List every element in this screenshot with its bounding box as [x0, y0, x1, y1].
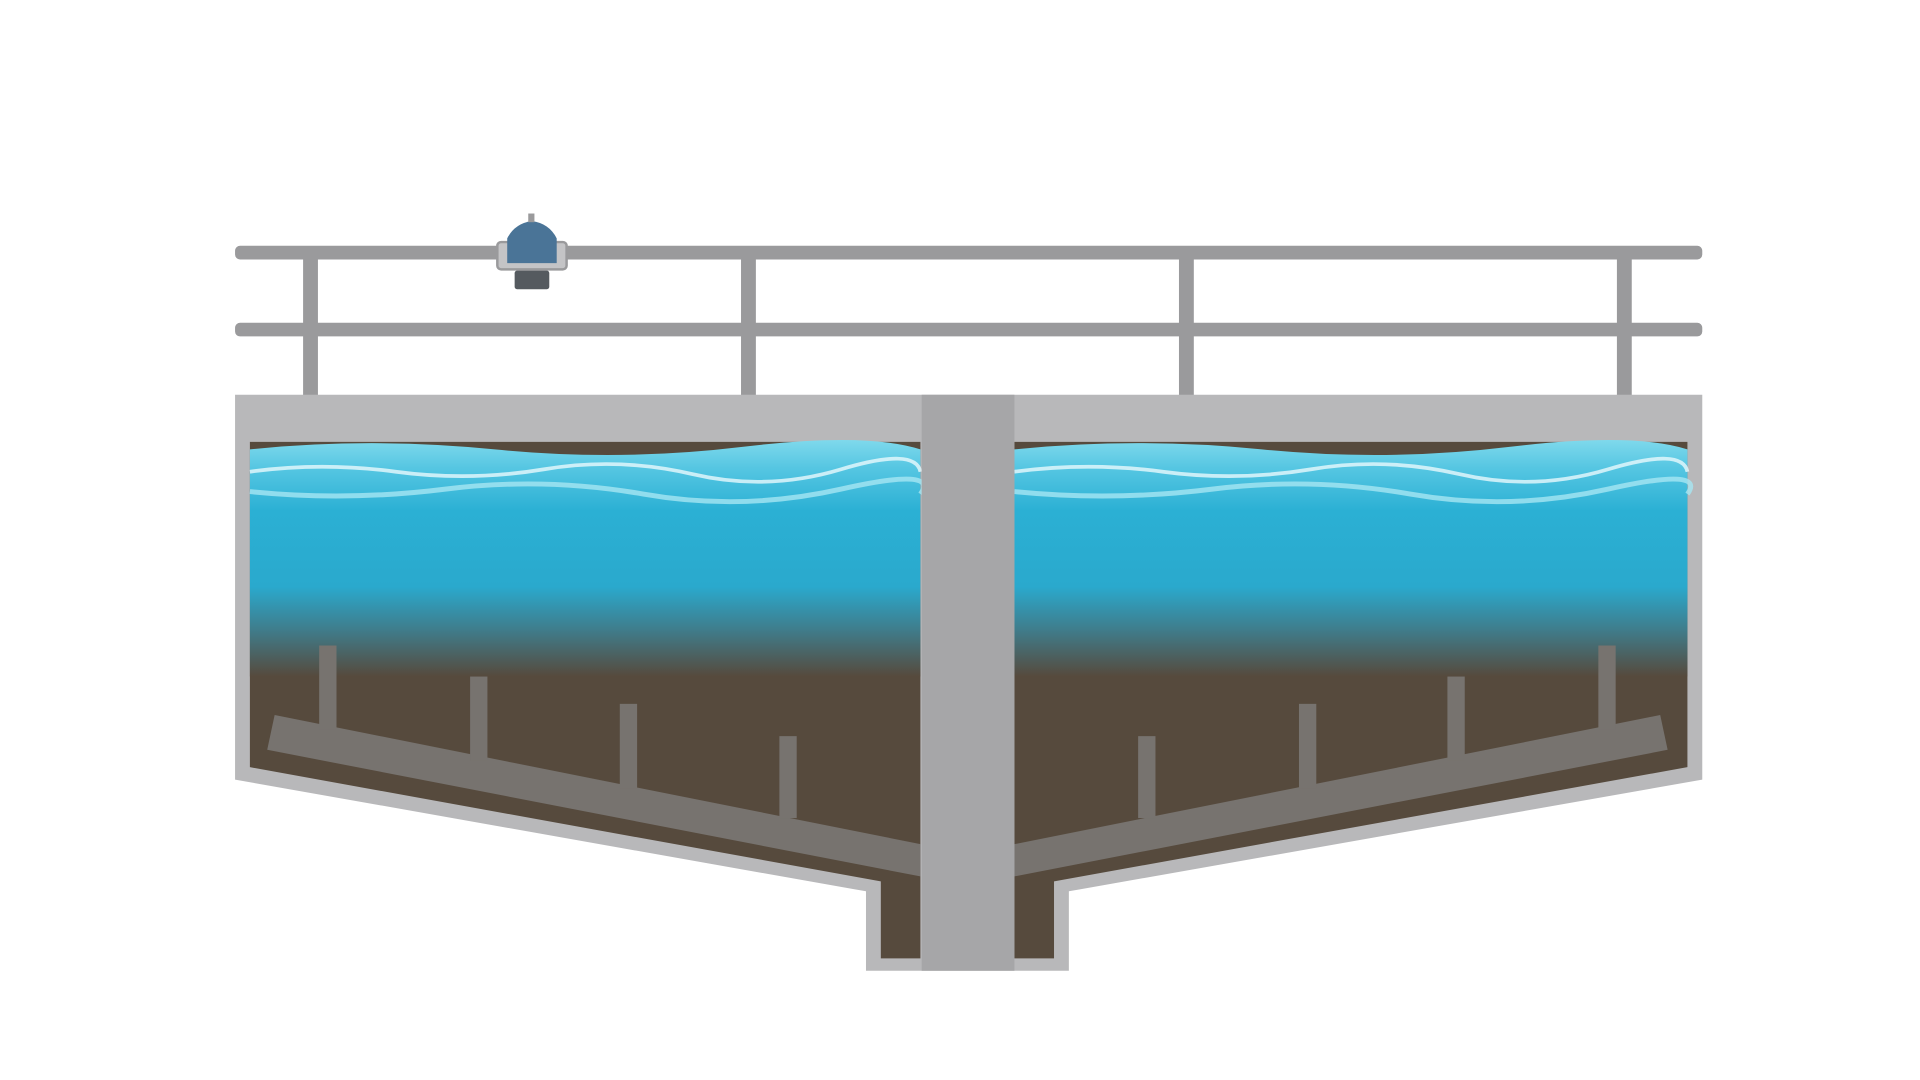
center-column: [921, 394, 1015, 971]
railing: [235, 245, 1703, 398]
scraper-arm-right: [1014, 645, 1668, 877]
scraper-arm-left: [267, 645, 921, 877]
level-sensor-icon: [496, 213, 568, 290]
